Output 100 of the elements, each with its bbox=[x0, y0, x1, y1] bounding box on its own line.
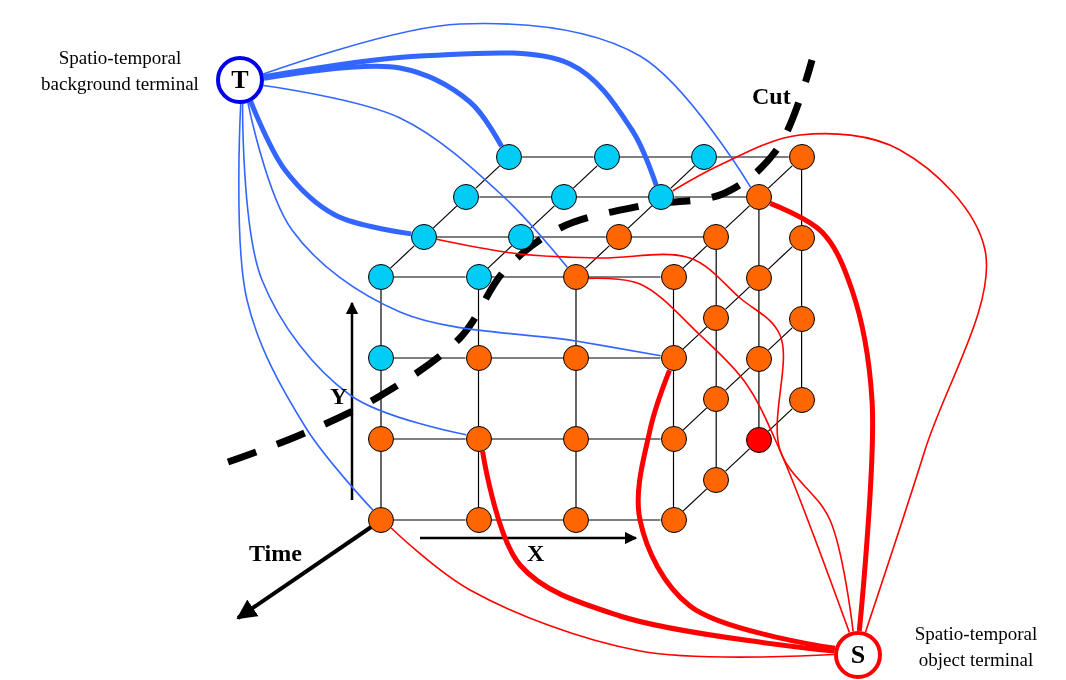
lattice-node bbox=[410, 224, 437, 250]
lattice-link bbox=[575, 370, 577, 427]
lattice-link bbox=[575, 289, 577, 346]
axis-label: Y bbox=[330, 384, 348, 408]
lattice-link bbox=[725, 367, 750, 391]
terminal-link bbox=[263, 50, 659, 186]
lattice-link bbox=[672, 289, 675, 346]
lattice-node bbox=[788, 387, 815, 413]
lattice-link bbox=[436, 236, 509, 238]
lattice-node bbox=[660, 264, 687, 290]
lattice-link bbox=[380, 451, 382, 508]
lattice-link bbox=[432, 205, 458, 229]
lattice-node bbox=[703, 305, 730, 331]
lattice-link bbox=[477, 289, 480, 346]
lattice-node bbox=[745, 184, 772, 210]
terminal-link bbox=[262, 84, 569, 269]
lattice-link bbox=[801, 331, 803, 388]
lattice-node bbox=[703, 467, 730, 493]
lattice-link bbox=[575, 451, 577, 508]
lattice-node bbox=[563, 507, 589, 533]
terminal-letter: S bbox=[850, 642, 866, 668]
lattice-link bbox=[380, 370, 382, 427]
lattice-link bbox=[682, 245, 708, 269]
lattice-link bbox=[584, 245, 610, 269]
lattice-link bbox=[588, 276, 662, 278]
lattice-node bbox=[648, 184, 675, 210]
lattice-node bbox=[691, 144, 718, 170]
terminal-letter: T bbox=[231, 67, 249, 93]
lattice-node bbox=[660, 426, 687, 452]
lattice-link bbox=[477, 370, 480, 427]
lattice-link bbox=[393, 357, 467, 359]
terminal-link bbox=[390, 527, 835, 658]
lattice-link bbox=[627, 205, 653, 229]
lattice-node bbox=[745, 346, 772, 372]
lattice-node bbox=[563, 426, 589, 452]
lattice-link bbox=[801, 169, 803, 226]
lattice-link bbox=[487, 245, 513, 269]
lattice-link bbox=[716, 156, 790, 158]
terminal-link bbox=[769, 201, 876, 632]
lattice-link bbox=[533, 236, 607, 238]
lattice-link bbox=[725, 286, 750, 310]
lattice-link bbox=[477, 451, 480, 508]
lattice-link bbox=[475, 165, 501, 189]
terminal-caption: Spatio-temporal object terminal bbox=[913, 622, 1039, 672]
lattice-link bbox=[673, 196, 747, 198]
terminal-link bbox=[635, 369, 836, 651]
lattice-link bbox=[530, 205, 555, 229]
lattice-node bbox=[368, 507, 394, 533]
axis-label: Time bbox=[249, 541, 302, 565]
lattice-node bbox=[788, 306, 815, 332]
lattice-link bbox=[619, 156, 692, 158]
terminal-link bbox=[588, 277, 851, 634]
lattice-link bbox=[801, 250, 803, 307]
lattice-link bbox=[490, 438, 564, 440]
lattice-link bbox=[682, 326, 708, 350]
lattice-node bbox=[563, 264, 589, 290]
lattice-link bbox=[588, 438, 662, 440]
lattice-link bbox=[758, 209, 760, 266]
lattice-node bbox=[605, 224, 632, 250]
terminal-link bbox=[248, 100, 412, 237]
lattice-node bbox=[368, 264, 394, 290]
axis-label: X bbox=[527, 541, 545, 565]
lattice-link bbox=[393, 519, 467, 521]
lattice-link bbox=[715, 411, 717, 468]
lattice-link bbox=[521, 156, 595, 158]
lattice-node bbox=[368, 426, 394, 452]
terminal-circle bbox=[834, 631, 882, 679]
lattice-link bbox=[725, 448, 750, 472]
lattice-link bbox=[767, 165, 793, 189]
lattice-node bbox=[563, 345, 589, 371]
lattice-node bbox=[703, 386, 730, 412]
lattice-link bbox=[767, 408, 793, 432]
lattice-link bbox=[767, 327, 793, 351]
terminal-link bbox=[247, 101, 662, 357]
lattice-node bbox=[788, 144, 815, 170]
lattice-link bbox=[389, 245, 415, 269]
lattice-link bbox=[631, 236, 704, 238]
lattice-link bbox=[490, 519, 564, 521]
lattice-node bbox=[508, 224, 535, 250]
terminal-link bbox=[262, 22, 752, 188]
lattice-link bbox=[490, 276, 564, 278]
lattice-node bbox=[745, 265, 772, 291]
lattice-link bbox=[725, 205, 750, 229]
lattice-node bbox=[593, 144, 620, 170]
lattice-node bbox=[465, 264, 492, 290]
lattice-link bbox=[478, 196, 552, 198]
lattice-node bbox=[368, 345, 394, 371]
lattice-link bbox=[670, 165, 696, 189]
lattice-link bbox=[682, 407, 708, 431]
lattice-node bbox=[453, 184, 480, 210]
lattice-link bbox=[767, 246, 793, 270]
lattice-node bbox=[465, 345, 492, 371]
lattice-node bbox=[788, 225, 815, 251]
lattice-link bbox=[715, 330, 717, 387]
lattice-node bbox=[660, 507, 687, 533]
lattice-link bbox=[572, 165, 598, 189]
lattice-link bbox=[393, 276, 467, 278]
cut-label: Cut bbox=[752, 84, 791, 108]
terminal-circle bbox=[216, 56, 264, 104]
lattice-link bbox=[758, 290, 760, 347]
